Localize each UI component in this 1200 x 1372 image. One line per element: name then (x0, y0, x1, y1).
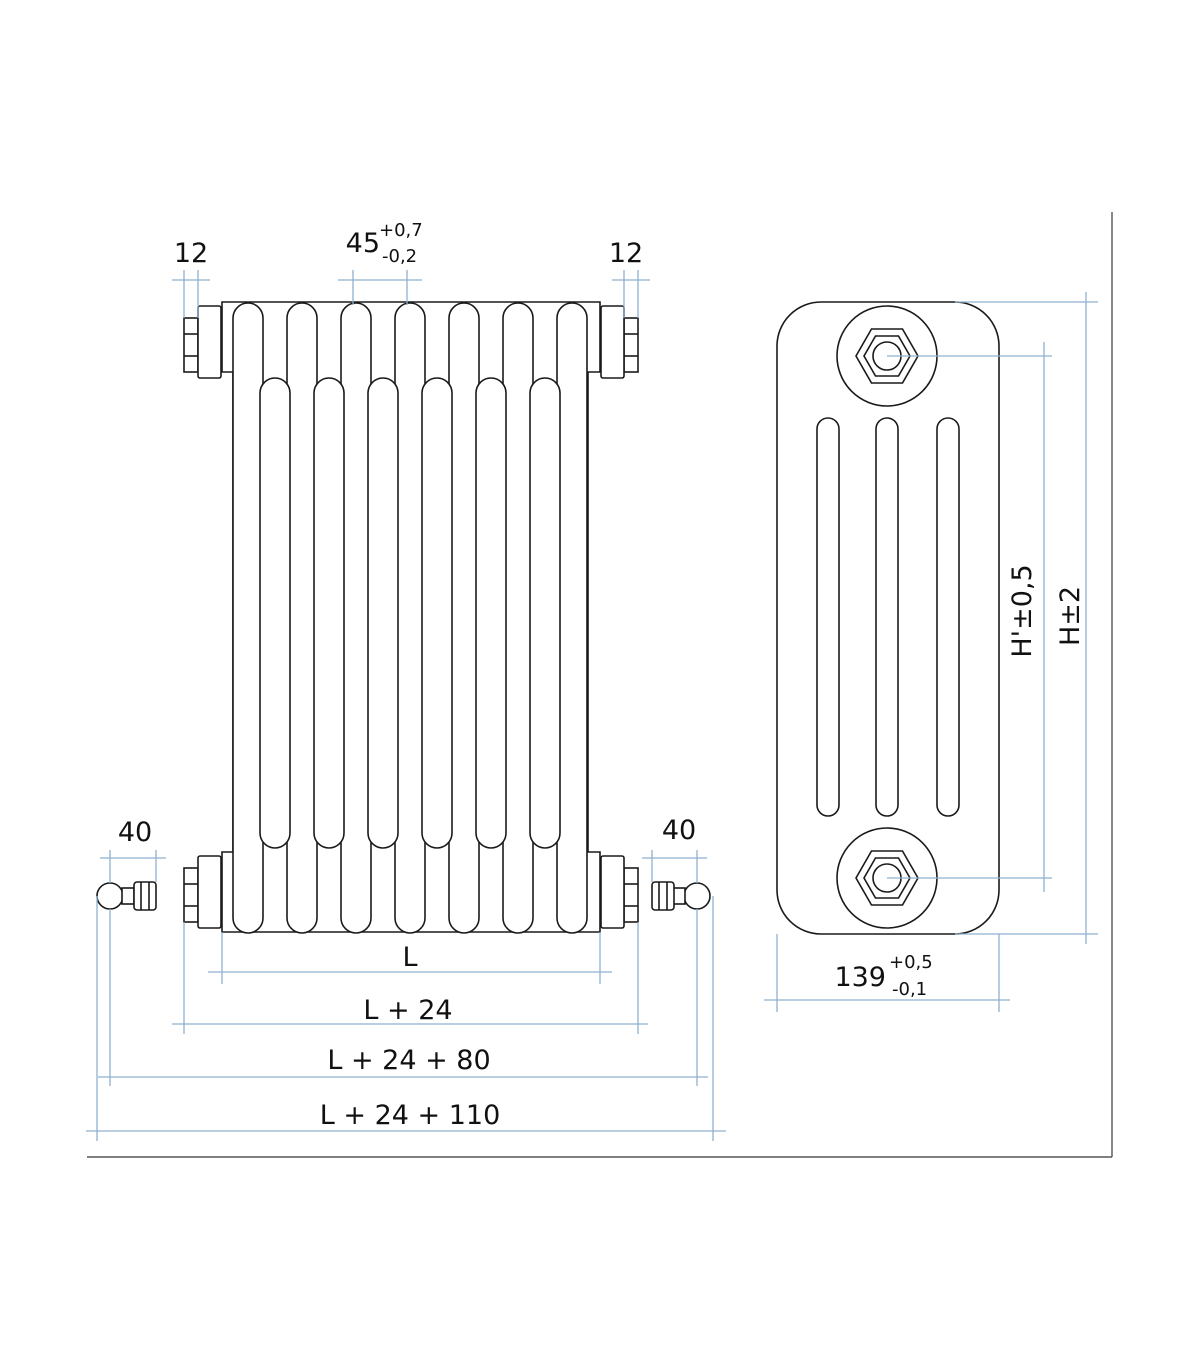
rear-tube-4 (394, 302, 426, 934)
nipple-top-right (600, 305, 639, 379)
side-slot-1 (816, 417, 840, 817)
dimension-lines (86, 270, 1098, 1141)
front-tube-2 (313, 377, 345, 849)
rear-tube-3 (340, 302, 372, 934)
label-depth: 139 (834, 962, 886, 993)
valve-right (651, 881, 711, 911)
front-tube-6 (529, 377, 561, 849)
label-length-plus-nipples: L + 24 (363, 995, 452, 1026)
label-length: L (402, 942, 417, 973)
label-total-height: H±2 (1055, 586, 1086, 646)
rear-tube-7 (556, 302, 588, 934)
rear-tube-2 (286, 302, 318, 934)
front-tube-4 (421, 377, 453, 849)
label-valve-left: 40 (118, 817, 152, 848)
drawing-frame (87, 212, 1113, 1158)
front-tube-3 (367, 377, 399, 849)
label-axis-height: H'±0,5 (1007, 564, 1038, 657)
label-depth-tol-minus: -0,1 (892, 979, 927, 1000)
rear-tube-6 (502, 302, 534, 934)
label-nipple-right: 12 (609, 238, 643, 269)
label-length-plus-valves-80: L + 24 + 80 (327, 1045, 490, 1076)
side-slot-2 (875, 417, 899, 817)
front-tube-1 (259, 377, 291, 849)
radiator-front-view (96, 301, 711, 934)
valve-left (96, 881, 157, 911)
label-nipple-left: 12 (174, 238, 208, 269)
label-valve-right: 40 (662, 815, 696, 846)
rear-tube-5 (448, 302, 480, 934)
radiator-tubes (232, 302, 588, 934)
dimension-labels: 12 12 45 +0,7 -0,2 40 40 L L + 24 L + 24… (118, 220, 1086, 1131)
side-slot-3 (936, 417, 960, 817)
nipple-bottom-right (600, 855, 639, 929)
label-depth-tol-plus: +0,5 (889, 952, 933, 973)
label-tube-pitch: 45 (346, 228, 380, 259)
front-tube-5 (475, 377, 507, 849)
radiator-side-view (776, 301, 1000, 935)
label-length-plus-valves-110: L + 24 + 110 (320, 1100, 501, 1131)
rear-tube-1 (232, 302, 264, 934)
nipple-bottom-left (183, 855, 222, 929)
nipple-top-left (183, 305, 222, 379)
label-tube-pitch-tol-plus: +0,7 (379, 220, 423, 241)
label-tube-pitch-tol-minus: -0,2 (382, 246, 417, 267)
